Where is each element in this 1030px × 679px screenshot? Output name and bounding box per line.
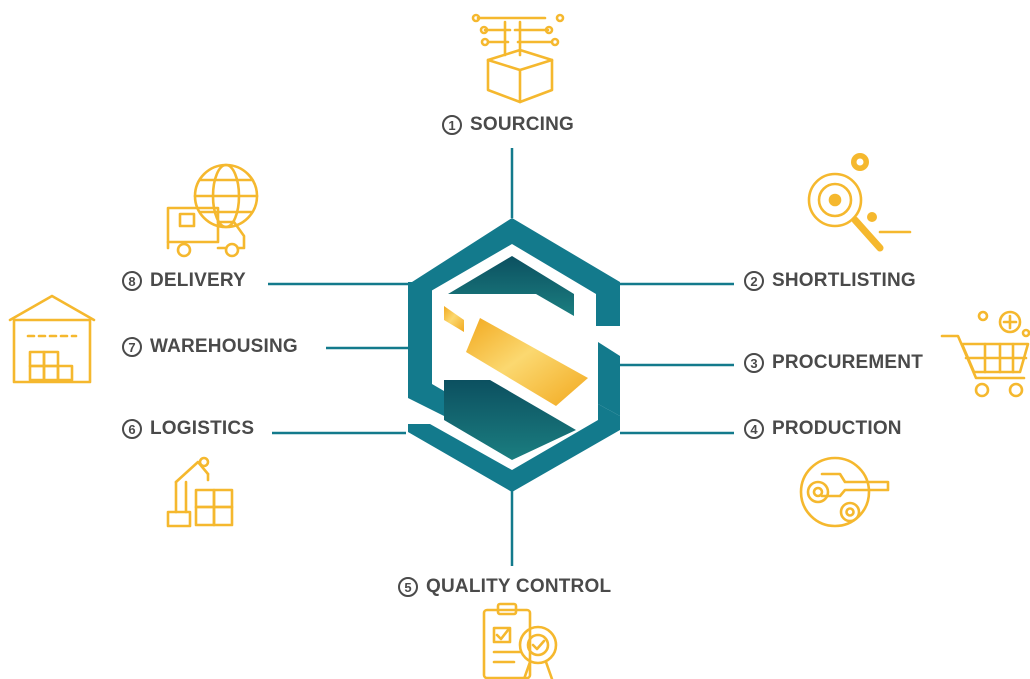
- step-number: 6: [122, 419, 142, 439]
- step-number: 2: [744, 271, 764, 291]
- gears-wrench-icon: [799, 456, 890, 528]
- step-number: 8: [122, 271, 142, 291]
- hexagon-s-logo-icon: [408, 218, 620, 492]
- robot-arm-boxes-icon: [166, 456, 234, 528]
- step-delivery: 8 DELIVERY: [122, 270, 246, 292]
- step-number: 5: [398, 577, 418, 597]
- step-number: 7: [122, 337, 142, 357]
- step-logistics: 6 LOGISTICS: [122, 418, 254, 440]
- step-number: 1: [442, 115, 462, 135]
- step-label: PRODUCTION: [772, 418, 902, 439]
- delivery-truck-globe-icon: [166, 163, 259, 258]
- step-label: WAREHOUSING: [150, 336, 298, 357]
- shopping-cart-icon: [940, 310, 1030, 398]
- box-circuit-icon: [471, 13, 565, 104]
- clipboard-badge-icon: [482, 602, 558, 679]
- step-warehousing: 7 WAREHOUSING: [122, 336, 298, 358]
- step-label: SHORTLISTING: [772, 270, 916, 291]
- step-quality-control: 5 QUALITY CONTROL: [398, 576, 611, 598]
- warehouse-icon: [8, 294, 96, 384]
- step-number: 4: [744, 419, 764, 439]
- magnifier-gear-icon: [807, 153, 912, 252]
- step-label: LOGISTICS: [150, 418, 255, 439]
- step-label: PROCUREMENT: [772, 352, 924, 373]
- step-procurement: 3 PROCUREMENT: [744, 352, 923, 374]
- step-label: DELIVERY: [150, 270, 246, 291]
- connector-lines: [268, 148, 734, 566]
- step-label: SOURCING: [470, 114, 574, 135]
- step-sourcing: 1 SOURCING: [442, 114, 574, 136]
- step-shortlisting: 2 SHORTLISTING: [744, 270, 916, 292]
- step-label: QUALITY CONTROL: [426, 576, 612, 597]
- step-production: 4 PRODUCTION: [744, 418, 902, 440]
- step-number: 3: [744, 353, 764, 373]
